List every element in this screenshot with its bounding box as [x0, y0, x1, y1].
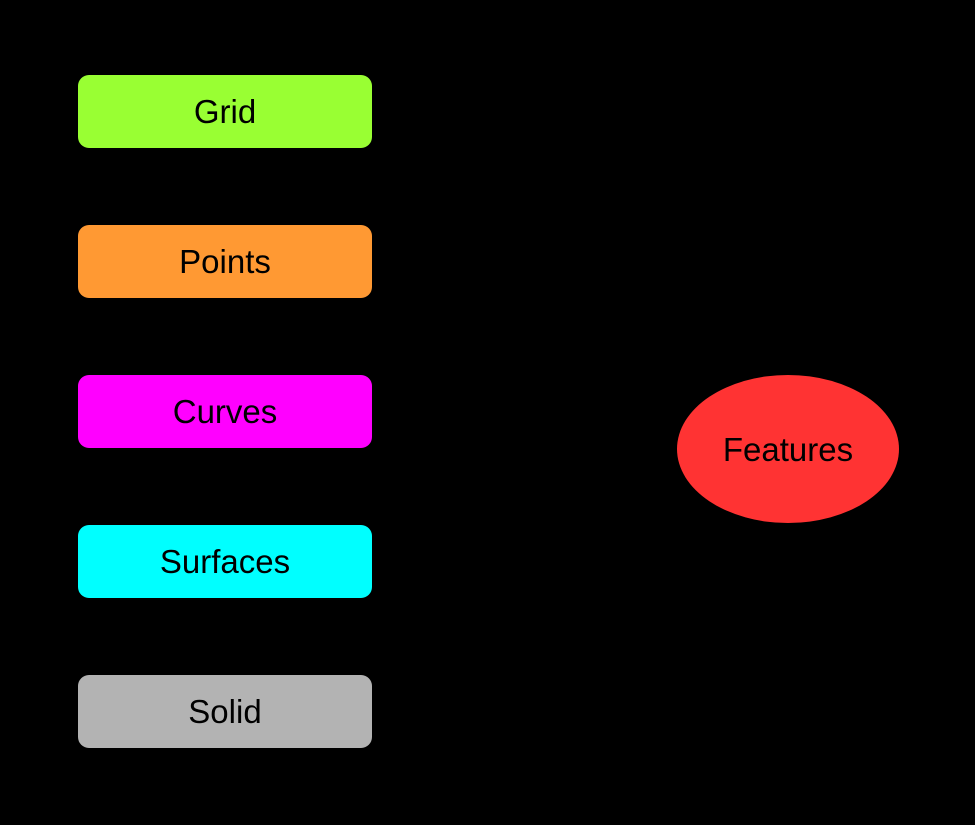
- node-surfaces: Surfaces: [78, 525, 372, 598]
- node-curves: Curves: [78, 375, 372, 448]
- node-surfaces-label: Surfaces: [159, 543, 291, 580]
- node-curves-label: Curves: [172, 393, 278, 430]
- node-features: Features: [677, 375, 899, 523]
- node-grid: Grid: [78, 75, 372, 148]
- node-points-label: Points: [179, 243, 271, 280]
- node-grid-label: Grid: [193, 93, 257, 130]
- node-solid: Solid: [78, 675, 372, 748]
- node-points: Points: [78, 225, 372, 298]
- node-features-label: Features: [722, 430, 854, 468]
- node-solid-label: Solid: [188, 693, 262, 730]
